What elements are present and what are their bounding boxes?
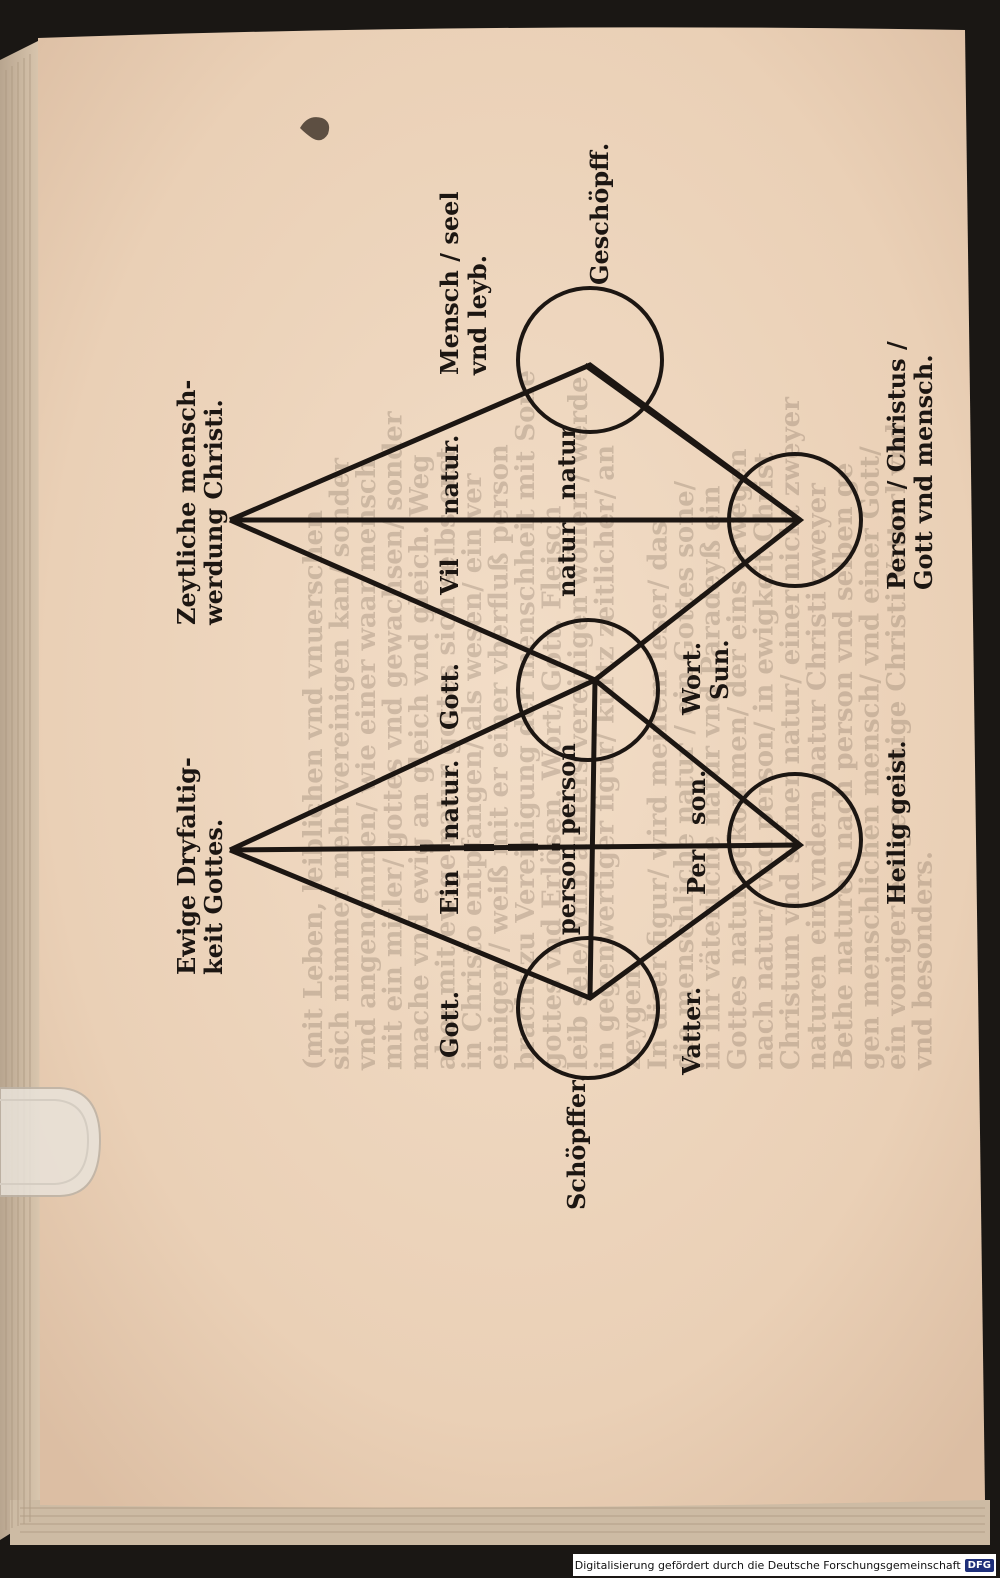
label-person-mid: person <box>552 743 581 835</box>
bleed-line: ein voniger ewiger einige Christi Vatter… <box>882 423 912 1070</box>
label-son: son. <box>682 770 711 825</box>
bleed-line: in Christo entpfangen/ als wesen/ ein ve… <box>458 473 488 1070</box>
diagram-labels: Ewige Dryfaltig- keit Gottes. Zeytliche … <box>172 143 938 1210</box>
digitization-footer: Digitalisierung gefördert durch die Deut… <box>572 1554 996 1576</box>
footer-text: Digitalisierung gefördert durch die Deut… <box>574 1558 961 1572</box>
bleed-line: gen menschlichen mensch/ vnd einer Gott/ <box>856 446 886 1070</box>
label-natur-left: natur. <box>435 760 464 840</box>
label-vatter: Vatter. <box>677 987 706 1076</box>
page-clip <box>0 1087 102 1197</box>
circle-heilig-geist <box>727 772 863 908</box>
label-per: Per <box>682 849 711 895</box>
trinity-diagram <box>228 286 863 1080</box>
bleed-line: Christum vnd seiner natur/ einer nicht z… <box>776 397 806 1070</box>
circle-geschopff <box>516 286 664 434</box>
label-ewige-1: Ewige Dryfaltig- <box>172 757 201 975</box>
circle-schopffer <box>516 936 660 1080</box>
label-natur-c: natur <box>552 425 581 500</box>
label-person-christus-1: Person / Christus / <box>882 341 911 590</box>
label-gott-left: Gott. <box>435 991 464 1058</box>
bleed-line: vnd besonders. <box>909 851 939 1071</box>
label-zeytliche-2: werdung Christi. <box>199 399 228 626</box>
bleed-line: die menschliche natur / ein Gottes sone/ <box>670 480 700 1070</box>
label-schopffer: Schöpffer. <box>562 1074 591 1210</box>
label-natur-a: natur. <box>435 435 464 515</box>
dfg-logo: DFG <box>964 1558 994 1572</box>
label-natur-b: natur <box>552 522 581 597</box>
bleed-line: sich nimmer mehr vereinigen kan/ sonder <box>326 458 356 1070</box>
bleed-line: mit ein mitler/ gottes vnd gewachsen/ so… <box>379 411 409 1070</box>
bleed-line: (mit Leben, leiblichen vnd vnuerschen <box>299 510 329 1070</box>
label-mensch-2: vnd leyb. <box>463 255 492 376</box>
circle-wort-sun <box>516 618 660 762</box>
label-geschopff: Geschöpff. <box>585 143 614 285</box>
label-wort: Wort. <box>677 642 706 716</box>
label-person-left: person <box>552 843 581 935</box>
label-vil: Vil <box>435 559 464 596</box>
label-gott-mid: Gott. <box>435 663 464 730</box>
label-heilig-geist: Heilig geist. <box>882 740 911 905</box>
page <box>38 27 985 1508</box>
bleed-line: aber mit ewige natur gottes sich selbs e… <box>432 447 462 1070</box>
label-sun: Sun. <box>705 639 734 700</box>
label-zeytliche-1: Zeytliche mensch- <box>172 380 201 625</box>
bleed-line: einigen / weiß mit er einer vberfluß per… <box>485 444 515 1070</box>
bleed-line: vnd angenommen/ wie einer waar mensch <box>352 459 382 1071</box>
label-ein: Ein <box>435 870 464 915</box>
label-mensch-1: Mensch / seel <box>435 191 464 375</box>
label-ewige-2: keit Gottes. <box>199 819 228 975</box>
page-mark <box>300 117 330 141</box>
bleed-line: In diser figur/ wird meinem leser/ das <box>644 521 674 1070</box>
label-person-christus-2: Gott vnd mensch. <box>909 354 938 590</box>
bleed-line: Gottes natur gekommen/ der eins erwegen <box>723 448 753 1070</box>
bleed-line: Bethe naturen nach person vnd selben ge <box>829 463 859 1070</box>
